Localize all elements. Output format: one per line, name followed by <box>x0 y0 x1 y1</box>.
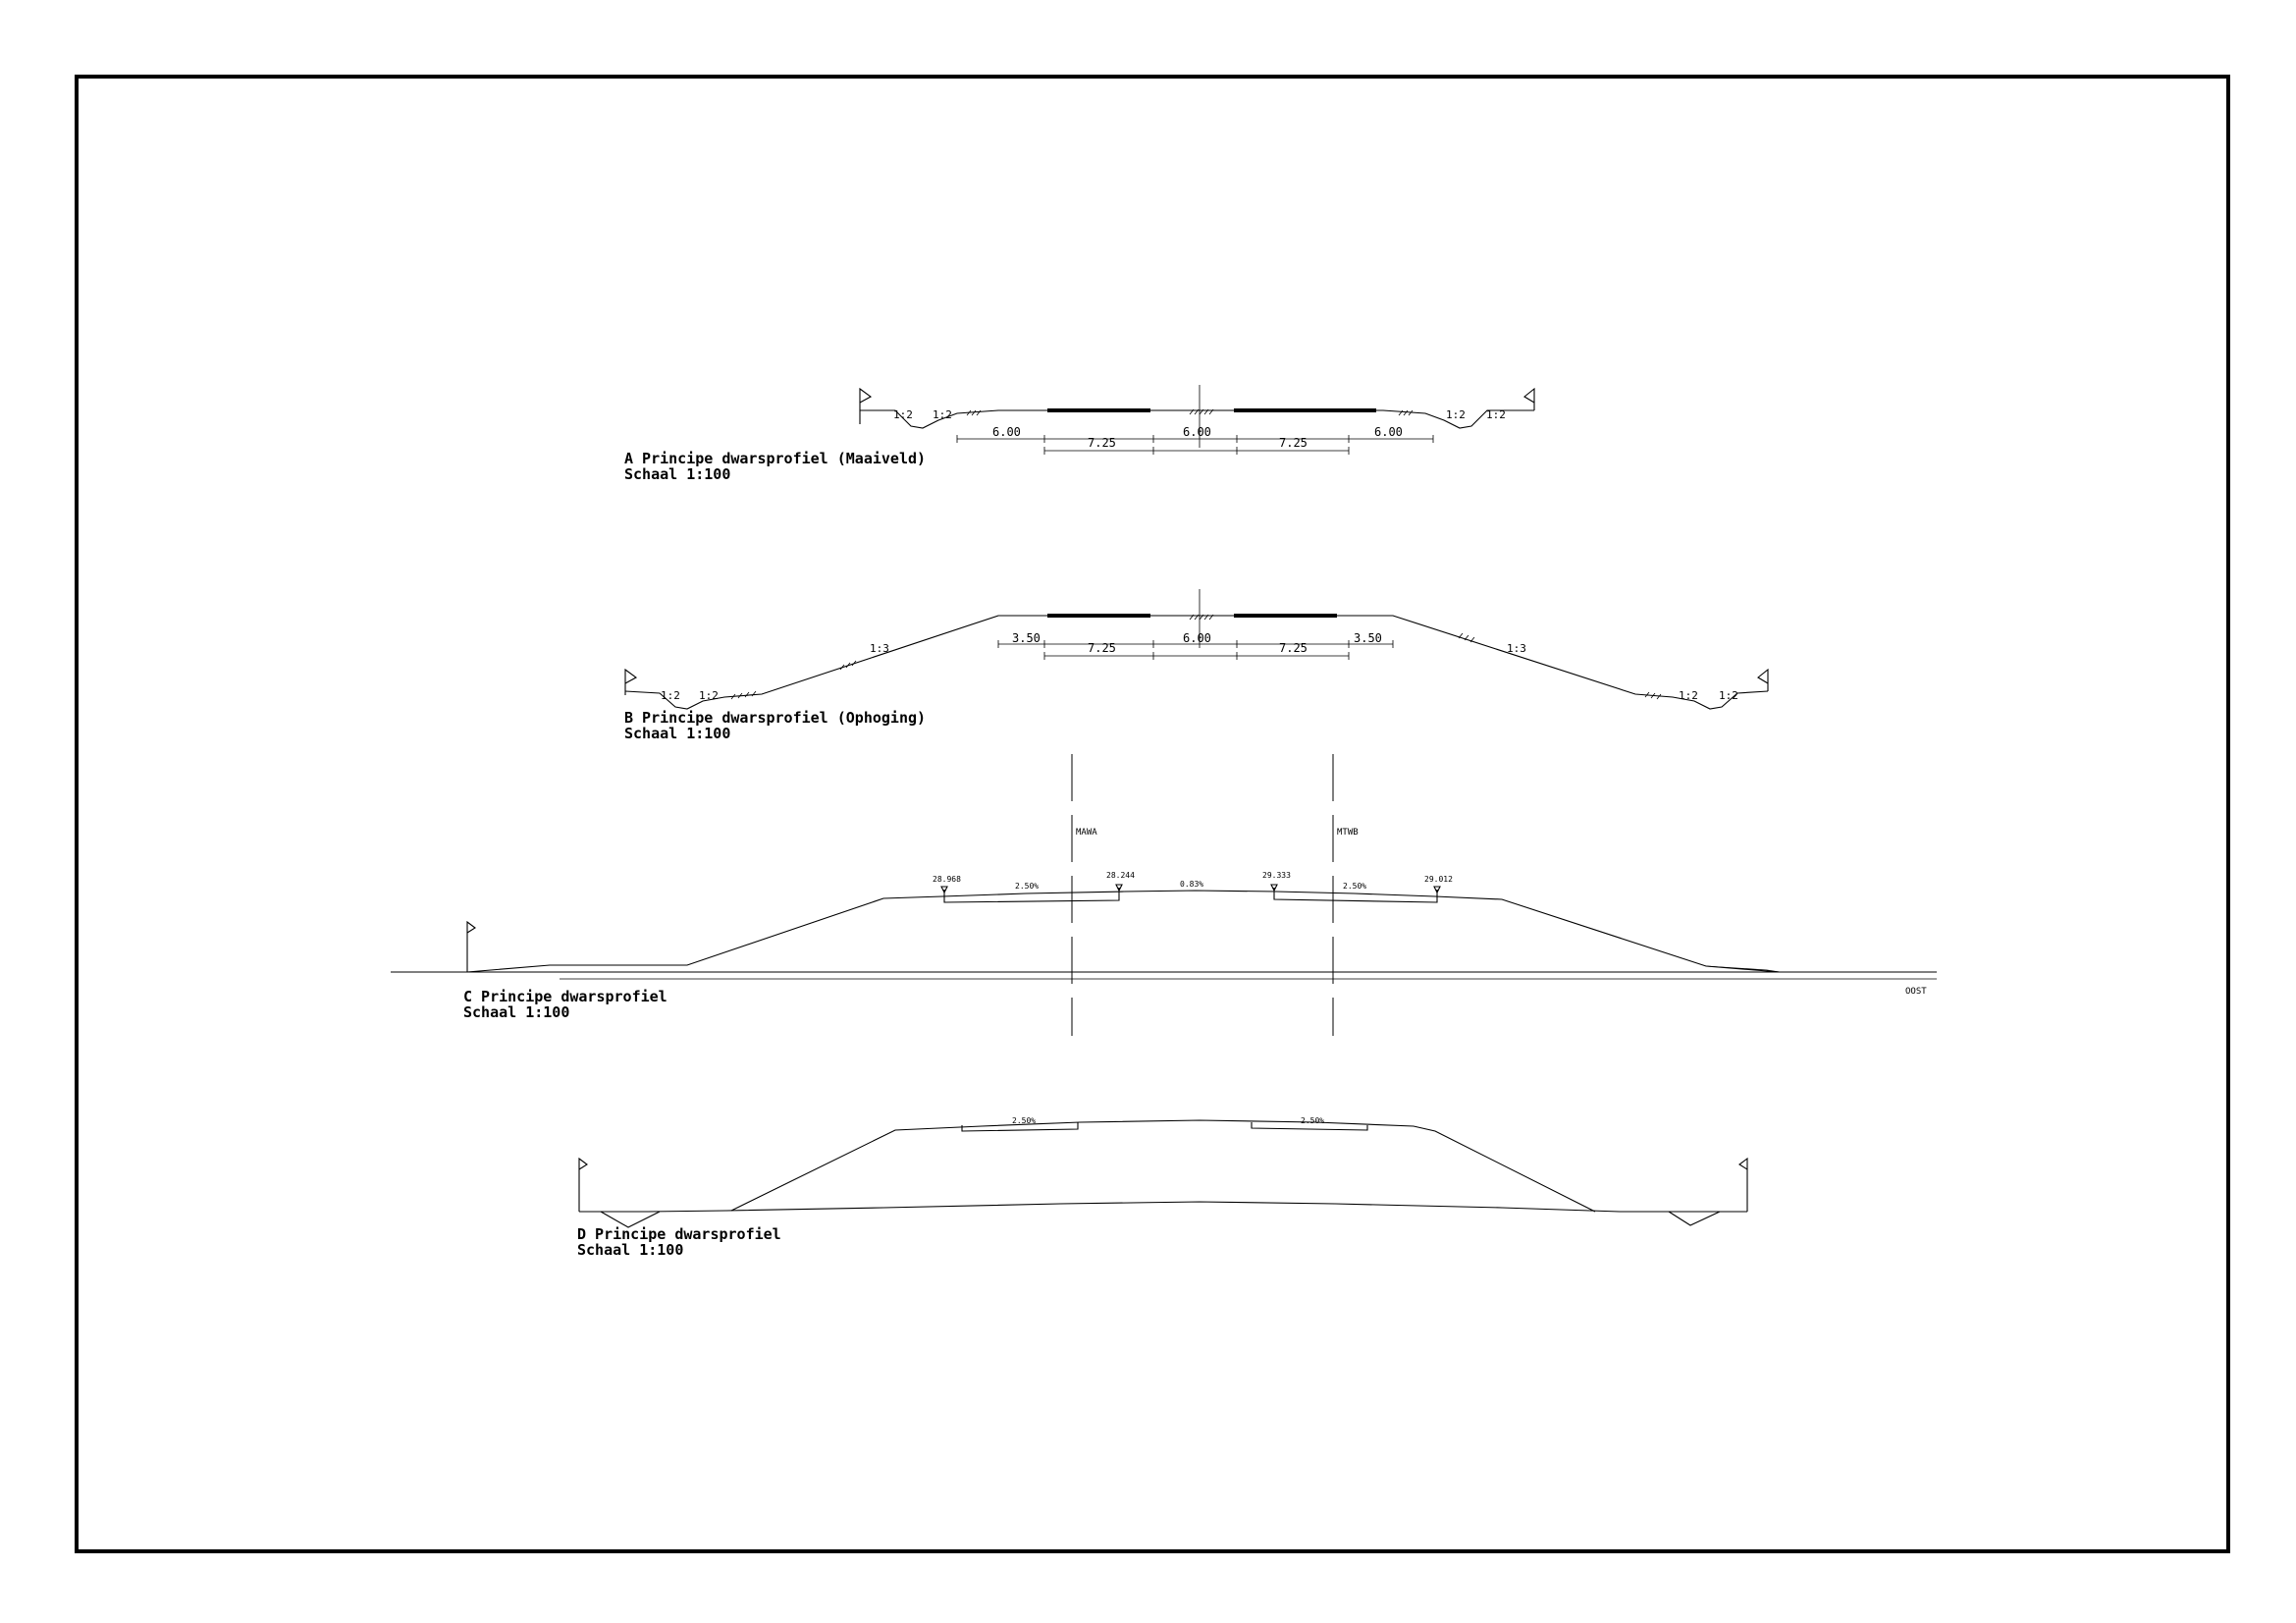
profile-d-title: D Principe dwarsprofiel <box>577 1225 781 1243</box>
profile-b-scale: Schaal 1:100 <box>624 725 730 742</box>
profile-b-slope-label: 1:2 <box>699 689 719 702</box>
profile-d: 2.50% 2.50% D Principe dwarsprofiel Scha… <box>577 1116 1748 1259</box>
profile-a-dim: 6.00 <box>1183 425 1211 439</box>
profile-c-embankment <box>466 890 1781 973</box>
profile-a-slope-label: 1:2 <box>1446 408 1466 421</box>
profile-c-gradient: 2.50% <box>1343 882 1366 891</box>
drawing-frame <box>75 75 2230 1553</box>
profile-c-side-label: OOST <box>1905 987 1927 997</box>
profile-b-slope-label: 1:2 <box>1719 689 1738 702</box>
profile-a-slope-label: 1:2 <box>1486 408 1506 421</box>
profile-d-pavement-left <box>961 1122 1079 1132</box>
profile-b-dim: 6.00 <box>1183 631 1211 645</box>
profile-a-dim: 6.00 <box>992 425 1021 439</box>
profile-c-level: 28.968 <box>933 875 961 884</box>
profile-c-gradient: 0.83% <box>1180 880 1203 889</box>
profile-d-gradient: 2.50% <box>1012 1116 1036 1125</box>
profile-d-scale: Schaal 1:100 <box>577 1241 683 1259</box>
profile-c-title: C Principe dwarsprofiel <box>463 988 667 1005</box>
profile-a-dim: 6.00 <box>1374 425 1403 439</box>
profile-b: 1:2 1:2 1:2 1:2 1:3 1:3 3.50 6.00 3.50 7… <box>624 589 1769 742</box>
profile-c-pavement-right <box>1273 888 1438 903</box>
profile-b-dim: 7.25 <box>1088 641 1116 655</box>
profile-b-dim: 7.25 <box>1279 641 1308 655</box>
profile-c-axis-label: MTWB <box>1337 828 1359 838</box>
profile-b-slope-label: 1:3 <box>870 642 889 655</box>
profile-c-gradient: 2.50% <box>1015 882 1039 891</box>
profile-a-dim: 7.25 <box>1088 436 1116 450</box>
profile-d-pavement-right <box>1251 1122 1368 1131</box>
profile-b-slope-label: 1:2 <box>661 689 680 702</box>
profile-b-ground <box>624 615 1769 710</box>
profile-a-scale: Schaal 1:100 <box>624 465 730 483</box>
profile-c-pavement-left <box>943 888 1120 903</box>
profile-c: 28.968 28.244 29.333 29.012 2.50% 0.83% … <box>391 754 1937 1036</box>
profile-a-dim: 7.25 <box>1279 436 1308 450</box>
profile-d-ground <box>579 1201 1747 1213</box>
profile-b-slope-label: 1:3 <box>1507 642 1526 655</box>
profile-b-dim: 3.50 <box>1354 631 1382 645</box>
profile-d-embankment <box>730 1119 1596 1213</box>
profile-c-axis-label: MAWA <box>1076 828 1097 838</box>
profile-b-dim: 3.50 <box>1012 631 1041 645</box>
profile-a-slope-label: 1:2 <box>933 408 952 421</box>
profile-a-slope-label: 1:2 <box>893 408 913 421</box>
profile-b-title: B Principe dwarsprofiel (Ophoging) <box>624 709 926 727</box>
profile-c-level: 28.244 <box>1106 871 1135 880</box>
profile-b-slope-label: 1:2 <box>1679 689 1698 702</box>
profile-c-level: 29.333 <box>1262 871 1291 880</box>
profile-a-title: A Principe dwarsprofiel (Maaiveld) <box>624 450 926 467</box>
profile-c-scale: Schaal 1:100 <box>463 1003 569 1021</box>
profile-d-gradient: 2.50% <box>1301 1116 1324 1125</box>
profile-c-level: 29.012 <box>1424 875 1453 884</box>
profile-a: 1:2 1:2 1:2 1:2 6.00 6.00 6.00 7.25 7.25… <box>624 385 1535 483</box>
profile-a-ground <box>860 409 1534 429</box>
